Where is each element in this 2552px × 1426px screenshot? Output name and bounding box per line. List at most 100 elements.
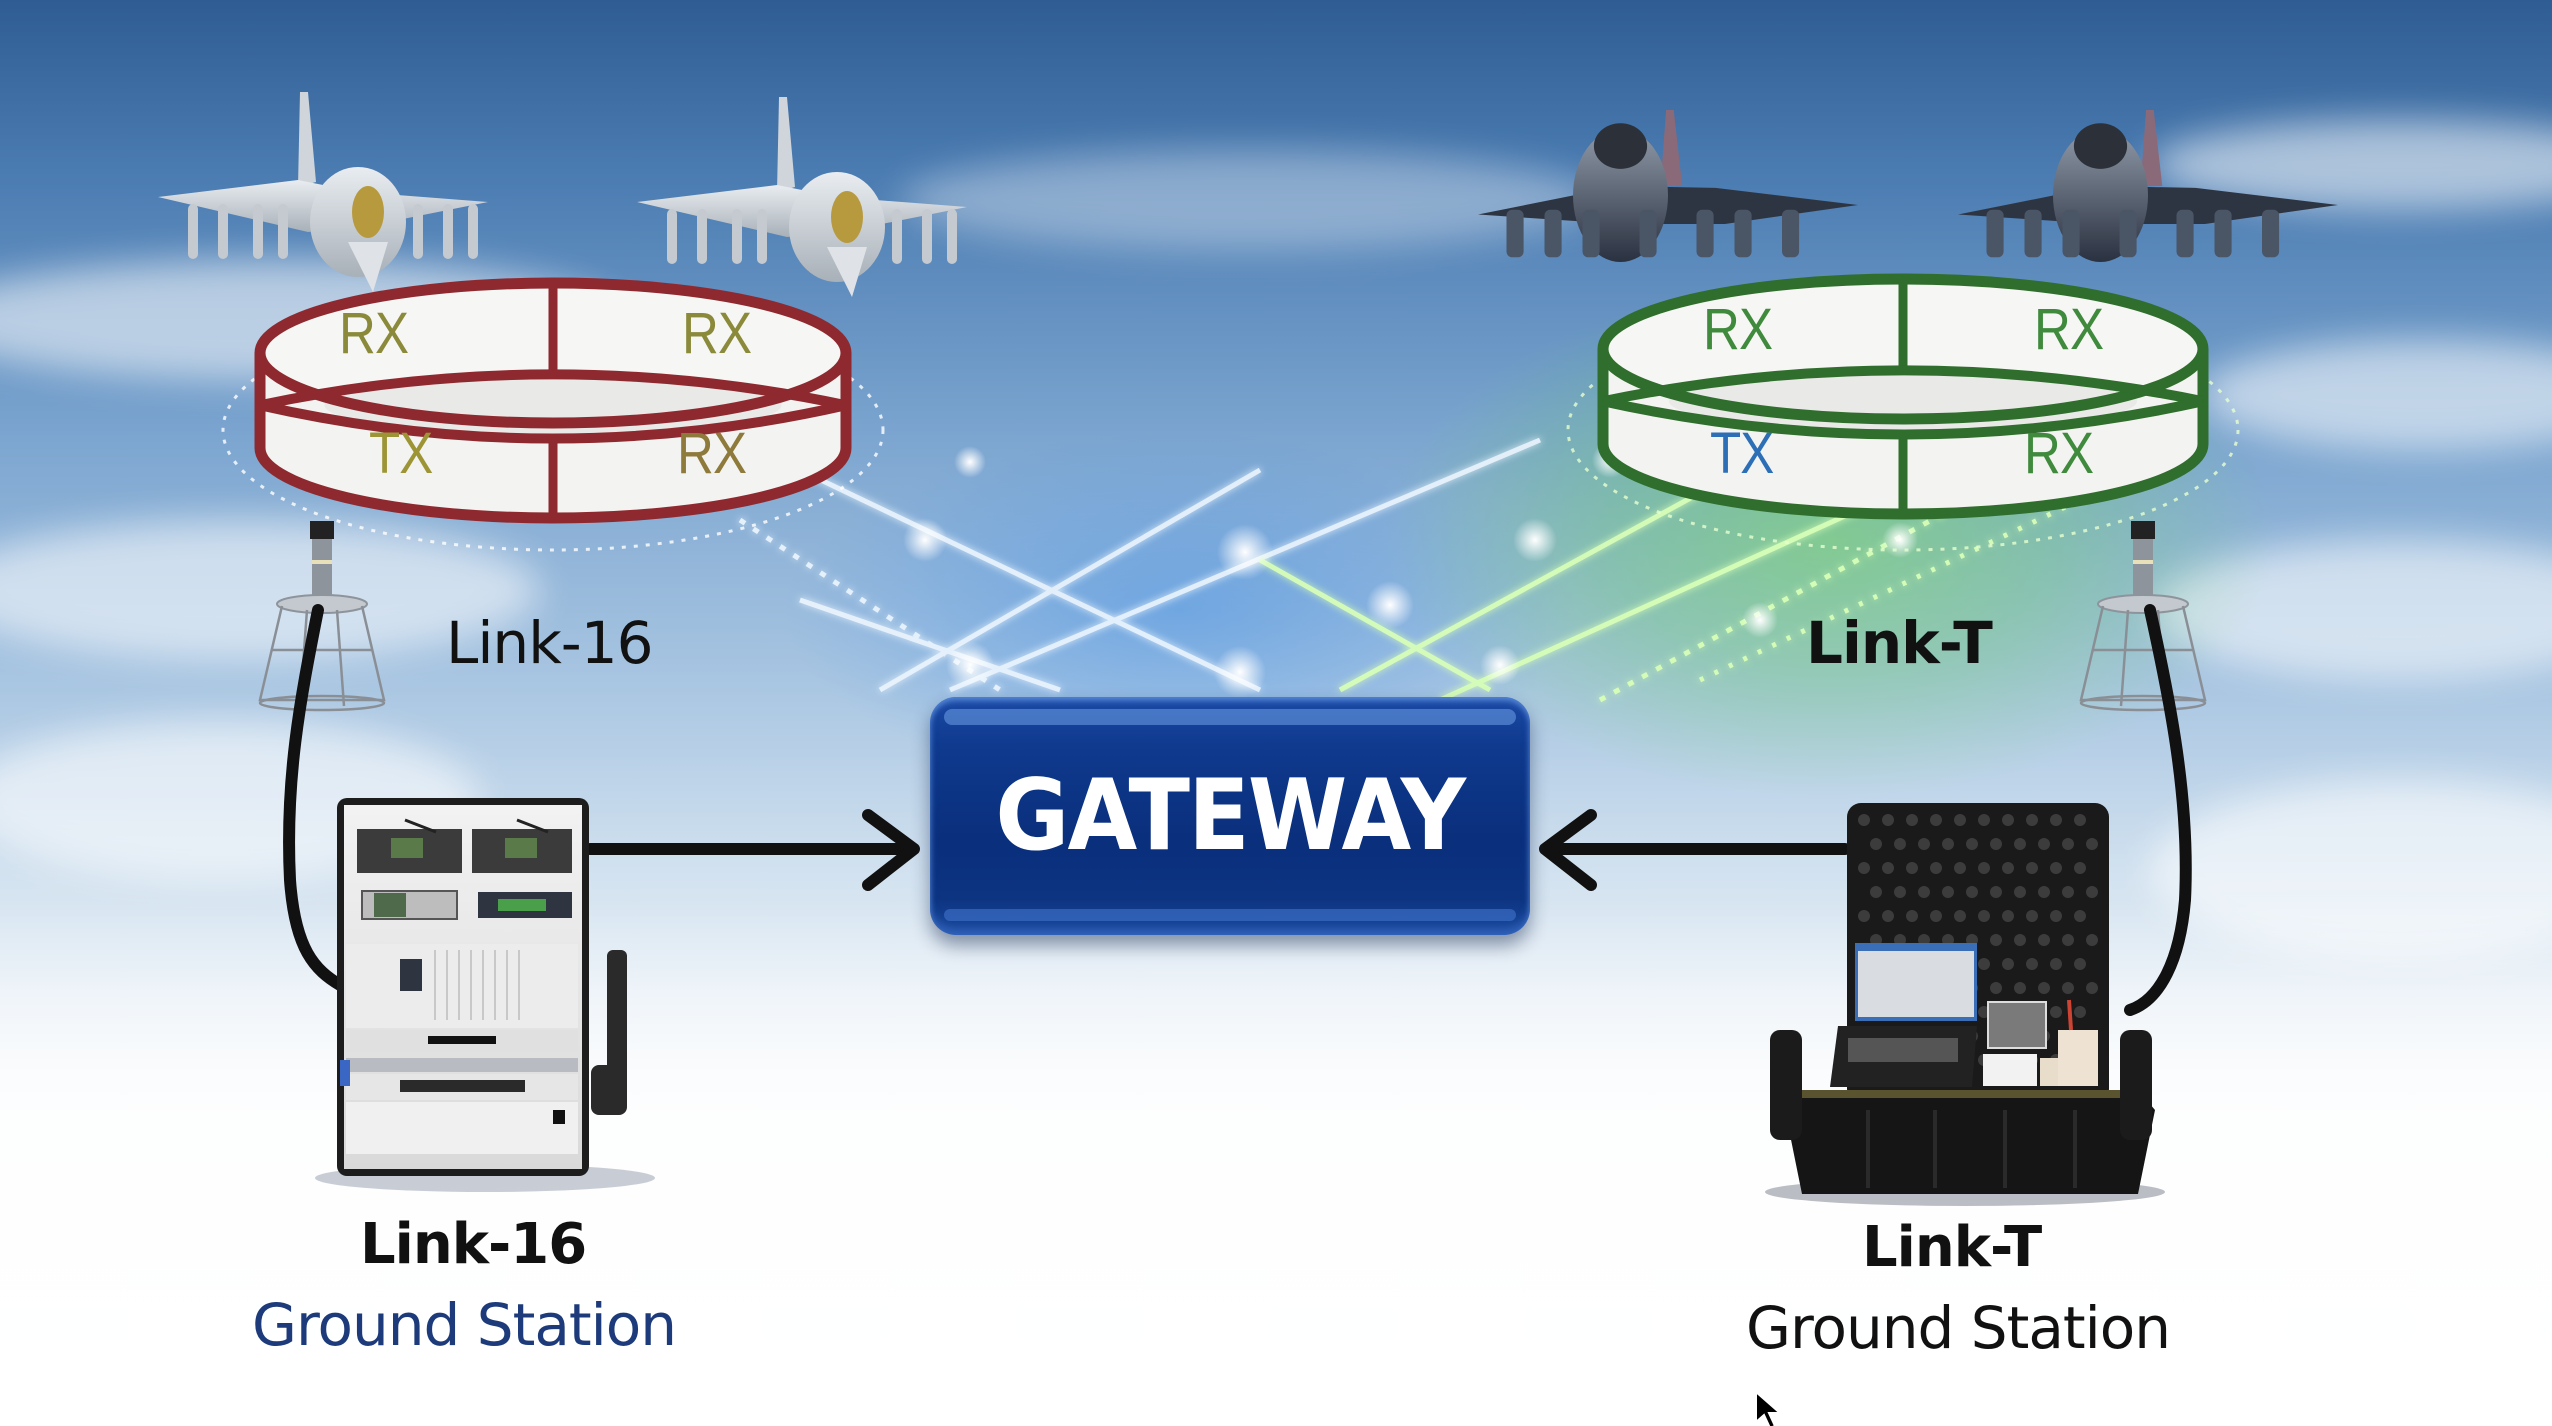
case-foam-dot [2038, 982, 2050, 994]
link16-slot-label-top-right: RX [682, 301, 752, 366]
case-foam-dot [1918, 838, 1930, 850]
case-foam-dot [2062, 886, 2074, 898]
case-foam-dot [1930, 862, 1942, 874]
fighter-jet-icon [1478, 110, 1858, 262]
case-foam-dot [2050, 1006, 2062, 1018]
linkt-to-gateway-arrow [1539, 809, 1851, 891]
link16-to-gateway-arrow [584, 809, 920, 891]
linkt-antenna-cable [2124, 604, 2192, 1016]
case-foam-dot [2062, 838, 2074, 850]
linkt-slot-label-bottom-left: TX [1710, 421, 1774, 486]
cloud [900, 150, 1600, 250]
gateway-lowlight [944, 909, 1516, 921]
case-foam-dot [1882, 814, 1894, 826]
signal-beam [798, 467, 1262, 693]
sparkle [1366, 581, 1414, 629]
case-foam-dot [2062, 982, 2074, 994]
case-foam-dot [1894, 838, 1906, 850]
sparkle [946, 641, 994, 689]
case-foam-dot [2014, 934, 2026, 946]
linkt-slot-label-top-right: RX [2034, 297, 2104, 362]
link16-ground-station-subtitle: Ground Station [252, 1291, 677, 1359]
link16-ground-station-equipment [315, 798, 655, 1192]
case-foam-dot [2050, 862, 2062, 874]
sparkle [1882, 522, 1918, 558]
case-foam-dot [2050, 814, 2062, 826]
link16-network-label: Link-16 [446, 609, 654, 677]
case-foam-dot [1882, 862, 1894, 874]
case-foam-dot [2086, 838, 2098, 850]
case-foam-dot [1930, 814, 1942, 826]
case-foam-dot [1942, 838, 1954, 850]
linkt-timeslot-ring [1597, 273, 2209, 520]
case-foam-dot [2026, 958, 2038, 970]
case-foam-dot [2002, 814, 2014, 826]
linkt-aircraft-group [1478, 110, 2338, 262]
link16-ground-station-title: Link-16 [360, 1212, 587, 1277]
sparkle [1480, 645, 1520, 685]
link16-antenna-cable [283, 604, 346, 991]
link16-slot-label-bottom-left: TX [369, 421, 433, 486]
case-foam-dot [2014, 982, 2026, 994]
case-foam-dot [2002, 862, 2014, 874]
signal-beam [878, 467, 1262, 693]
linkt-ground-station-title: Link-T [1862, 1215, 2042, 1280]
ring-band [258, 369, 848, 411]
sparkle [1217, 524, 1273, 580]
link16-slot-label-top-left: RX [339, 301, 409, 366]
case-foam-dot [1858, 862, 1870, 874]
fighter-jet-icon [1958, 110, 2338, 262]
case-foam-dot [1978, 862, 1990, 874]
case-foam-dot [2074, 958, 2086, 970]
case-foam-dot [1954, 862, 1966, 874]
sparkle [1214, 646, 1266, 698]
case-foam-dot [2014, 886, 2026, 898]
case-foam-dot [1954, 814, 1966, 826]
linkt-ground-station-equipment [1765, 803, 2165, 1206]
link16-aircraft-group [158, 92, 967, 297]
case-foam-dot [2038, 886, 2050, 898]
case-foam-dot [1978, 958, 1990, 970]
case-foam-dot [1978, 814, 1990, 826]
gateway-box[interactable]: GATEWAY [930, 697, 1530, 935]
case-foam-dot [2002, 958, 2014, 970]
gateway-highlight [944, 709, 1516, 725]
signal-beam [1258, 557, 1492, 693]
case-foam-dot [1870, 886, 1882, 898]
link16-slot-label-bottom-right: RX [677, 421, 747, 486]
gateway-label: GATEWAY [995, 759, 1467, 873]
fighter-jet-icon [158, 92, 488, 292]
case-foam-dot [2074, 862, 2086, 874]
sparkle [903, 518, 947, 562]
sparkle [954, 446, 986, 478]
linkt-ring-halo [1566, 308, 2240, 552]
sparkle [1513, 518, 1557, 562]
case-foam-dot [2002, 910, 2014, 922]
linkt-network-label: Link-T [1806, 609, 1993, 677]
link16-timeslot-ring [254, 277, 852, 524]
fighter-jet-icon [637, 97, 967, 297]
signal-sparkles [903, 442, 1918, 698]
case-foam-dot [2074, 1006, 2086, 1018]
case-foam-dot [2050, 910, 2062, 922]
case-foam-dot [1894, 886, 1906, 898]
case-foam-dot [2050, 958, 2062, 970]
case-foam-dot [1906, 814, 1918, 826]
case-foam-dot [2074, 814, 2086, 826]
case-foam-dot [1858, 910, 1870, 922]
ring-band [258, 400, 848, 444]
linkt-slot-label-top-left: RX [1703, 297, 1773, 362]
case-foam-dot [2038, 838, 2050, 850]
signal-beam [1698, 497, 2082, 683]
case-foam-dot [1966, 886, 1978, 898]
case-foam-dot [1990, 886, 2002, 898]
ring-band [1601, 365, 2205, 407]
link16-antenna [258, 521, 386, 712]
case-foam-dot [1858, 814, 1870, 826]
signal-beam [1598, 507, 1952, 703]
case-foam-dot [2026, 910, 2038, 922]
case-foam-dot [1930, 910, 1942, 922]
case-foam-dot [1906, 862, 1918, 874]
case-foam-dot [1918, 886, 1930, 898]
